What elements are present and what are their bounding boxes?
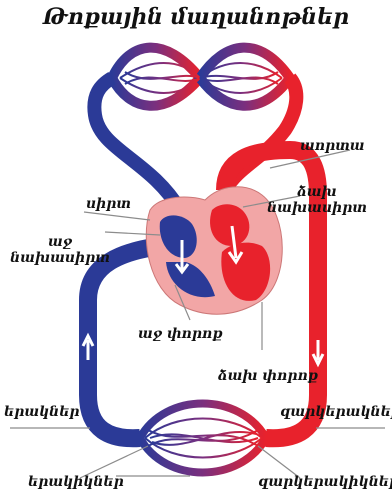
label-left-atrium: ձախ նախասիրտ [262, 184, 372, 216]
label-aorta: աորտա [300, 138, 365, 154]
label-venules: երակիկներ [28, 474, 124, 490]
lower-vein [88, 395, 140, 438]
label-arteries: զարկերակներ [280, 404, 392, 420]
label-left-ventricle: ձախ փորոք [218, 368, 318, 384]
body-capillary-bed [140, 404, 266, 473]
label-heart: սիրտ [86, 196, 131, 212]
label-arterioles: զարկերակիկներ [258, 474, 392, 490]
label-right-atrium: աջ նախասիրտ [2, 234, 118, 266]
label-right-ventricle: աջ փորոք [138, 326, 223, 342]
lung-capillary-bed [112, 48, 290, 106]
label-veins: երակներ [4, 404, 80, 420]
